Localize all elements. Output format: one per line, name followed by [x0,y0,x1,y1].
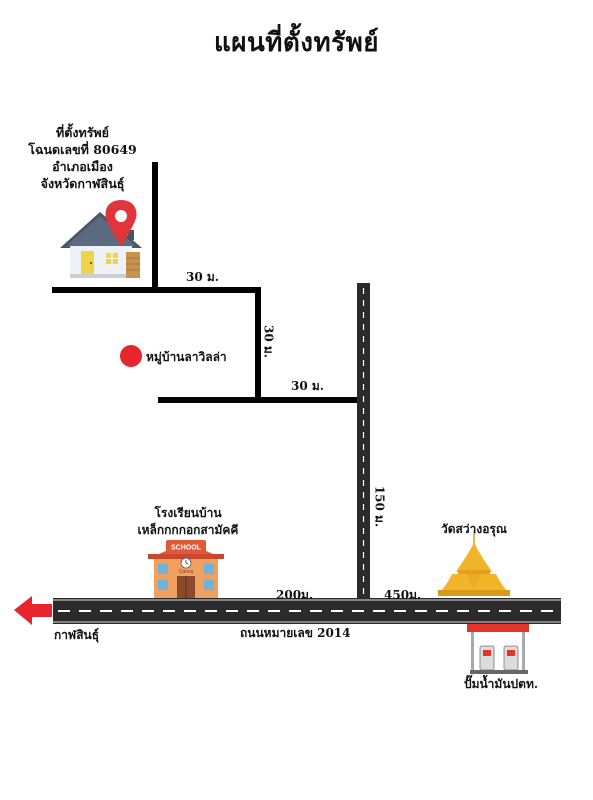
property-province: จังหวัดกาฬสินธุ์ [40,176,125,191]
school-label-line1: โรงเรียนบ้าน [154,506,222,520]
property-deed-number: โฉนดเลขที่ 80649 [28,142,137,157]
distance-label-1: 30 ม. [186,270,219,284]
pagoda-icon [438,530,510,596]
school-label-line2: เหล็กกกกอกสามัคคี [137,523,239,537]
gas-station-icon [467,624,529,674]
property-district: อำเภอเมือง [52,159,113,174]
direction-label: กาฬสินธุ์ [54,628,100,642]
gas-station-label: ปั๊มน้ำมันปตท. [463,677,539,691]
property-title: ที่ตั้งทรัพย์ [56,125,109,140]
side-road [357,283,370,600]
school-label: โรงเรียนบ้าน เหล็กกกกอกสามัคคี [118,505,258,539]
school-sign-text: SCHOOL [171,545,202,552]
distance-label-6: 450ม. [384,588,422,602]
village-dot-icon [120,345,142,367]
distance-label-4: 150 ม. [372,485,387,528]
location-pin-icon [105,200,137,246]
village-label: หมู่บ้านลาวิลล่า [146,350,227,364]
road-name-label: ถนนหมายเลข 2014 [240,626,351,640]
temple-label: วัดสว่างอรุณ [441,522,507,536]
direction-arrow-icon [14,596,52,625]
school-icon [148,540,224,598]
distance-label-5: 200ม. [276,588,314,602]
school-sign-subtext: Canva [179,569,194,575]
main-road [53,598,561,624]
distance-label-2: 30 ม. [261,325,276,358]
property-info: ที่ตั้งทรัพย์ โฉนดเลขที่ 80649 อำเภอเมือ… [20,124,145,192]
distance-label-3: 30 ม. [291,379,324,393]
access-path [52,162,363,403]
page-title: แผนที่ตั้งทรัพย์ [214,28,379,58]
